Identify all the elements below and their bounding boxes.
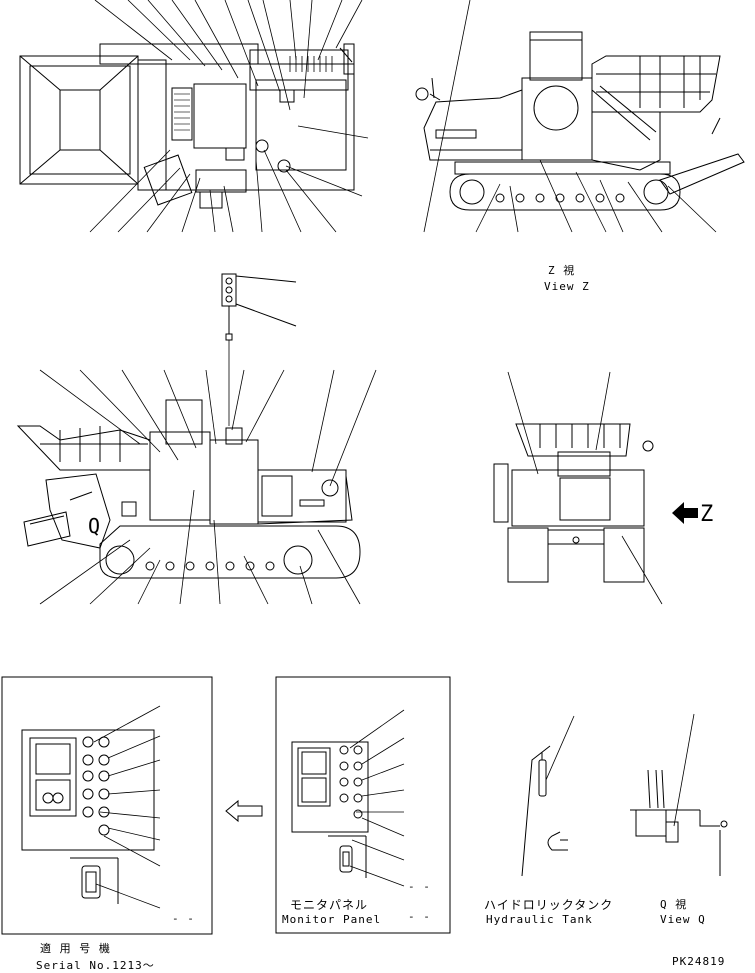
serial-label-jp: 適 用 号 機 [40,942,111,955]
hydraulic-tank-detail [521,715,575,877]
drawing-number: PK24819 [672,955,726,968]
view-z-label-en: View Z [544,280,590,293]
monitor-panel-drawing [291,741,369,878]
view-q-label-en: View Q [660,913,706,926]
monitor-dash-lower: - - [408,910,431,923]
hollow-arrow [225,799,263,823]
hydraulic-tank-label-jp: ハイドロリックタンク [484,898,614,912]
view-q-label-jp: Q 視 [660,898,688,911]
side-view-top [415,31,745,211]
monitor-panel-label-jp: モニタパネル [290,898,369,912]
monitor-dash-upper: - - [408,880,431,893]
side-view-middle-leaders [39,369,377,605]
view-z-label-jp: Z 視 [548,264,576,277]
plan-view-leaders [89,0,369,233]
serial-monitor-panel [21,729,155,904]
monitor-panel-frame [275,676,451,934]
q-marker-label: Q [88,514,101,538]
serial-panel-frame [1,676,213,935]
serial-dash: - - [172,912,195,925]
z-arrow-label: Z [700,502,714,527]
plan-view [19,43,355,209]
hydraulic-tank-label-en: Hydraulic Tank [486,913,593,926]
z-view-arrow [672,502,698,524]
serial-panel-leaders [93,705,161,909]
side-view-middle [16,399,361,579]
signal-lamp-detail [221,273,297,426]
view-q-detail [630,713,728,876]
serial-label-en: Serial No.1213～ [36,959,155,972]
monitor-panel-label-en: Monitor Panel [282,913,382,926]
rear-view-leaders [507,371,663,605]
rear-view [493,423,654,583]
side-view-top-leaders [423,0,717,233]
monitor-panel-leaders [349,709,405,887]
